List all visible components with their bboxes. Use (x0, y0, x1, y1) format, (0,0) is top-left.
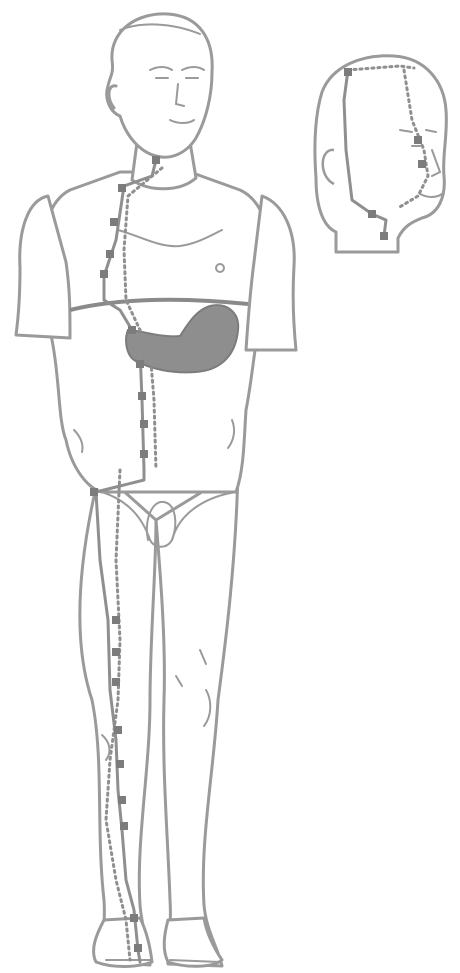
head (107, 14, 212, 157)
left-foot (164, 918, 222, 966)
acupoint (118, 184, 126, 192)
acupoint (380, 232, 388, 240)
acupoint (120, 822, 128, 830)
acupoint (112, 678, 120, 686)
acupoint (138, 392, 146, 400)
acupoint (90, 488, 98, 496)
acupoint (112, 616, 120, 624)
acupoint (112, 648, 120, 656)
acupoint (130, 914, 138, 922)
acupoint (344, 68, 352, 76)
acupoint (128, 326, 136, 334)
acupoint (414, 136, 422, 144)
acupoint (418, 160, 426, 168)
acupoint (140, 420, 148, 428)
acupoint (110, 218, 118, 226)
acupoint (136, 360, 144, 368)
acupoint (368, 210, 376, 218)
acupoint (116, 760, 124, 768)
head-detail-outline (315, 56, 447, 252)
acupoint (106, 250, 114, 258)
acupoint (152, 156, 160, 164)
acupoint (100, 270, 108, 278)
acupoint (118, 796, 126, 804)
acupoint (134, 944, 142, 952)
acupoint (140, 450, 148, 458)
head-detail (315, 56, 447, 252)
acupoint (114, 726, 122, 734)
